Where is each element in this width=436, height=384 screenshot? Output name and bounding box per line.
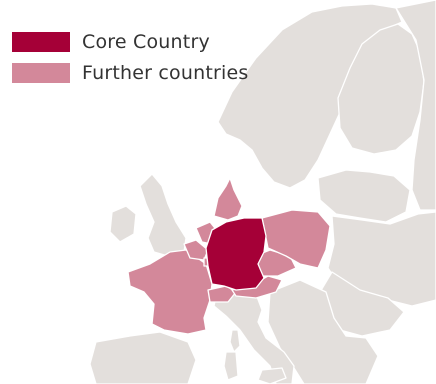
- balkans: [267, 279, 379, 384]
- legend: Core Country Further countries: [12, 28, 248, 90]
- sicily: [257, 367, 287, 384]
- legend-label-core: Core Country: [82, 31, 210, 53]
- baltics: [317, 169, 411, 223]
- legend-swatch-further: [12, 63, 70, 83]
- country-switzerland: [207, 285, 237, 303]
- legend-item-further: Further countries: [12, 59, 248, 87]
- corsica: [229, 329, 241, 353]
- iberia: [89, 331, 197, 384]
- country-poland: [261, 209, 331, 269]
- russia-north: [395, 0, 436, 211]
- country-germany: [205, 217, 267, 291]
- belarus-ukraine: [327, 211, 436, 307]
- ireland: [109, 205, 137, 243]
- core-countries: [205, 217, 267, 291]
- legend-swatch-core: [12, 32, 70, 52]
- legend-item-core: Core Country: [12, 28, 248, 56]
- country-denmark: [213, 177, 243, 221]
- sardinia: [223, 351, 239, 381]
- italy: [213, 289, 295, 384]
- country-france: [127, 249, 213, 335]
- legend-label-further: Further countries: [82, 62, 249, 84]
- other-land: [89, 0, 436, 384]
- further-countries: [127, 177, 331, 335]
- country-belgium: [183, 239, 209, 261]
